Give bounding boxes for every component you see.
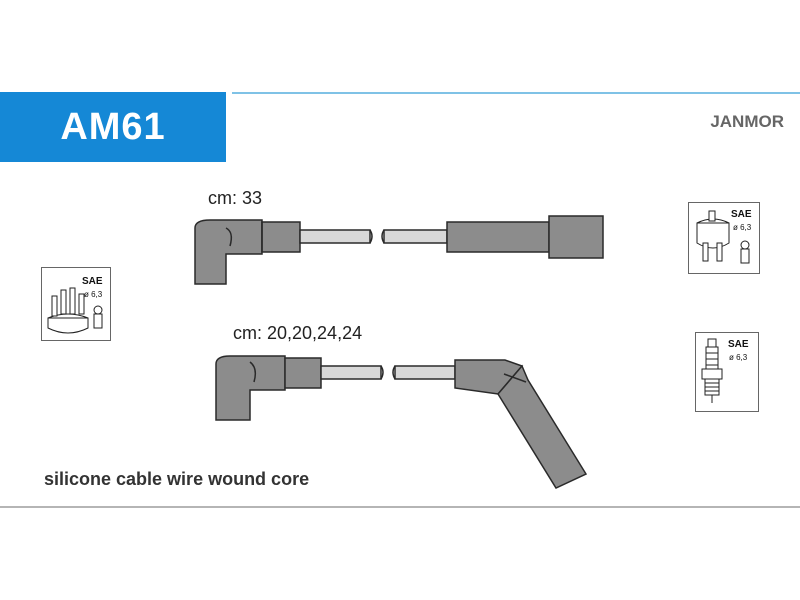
cable-description: silicone cable wire wound core: [44, 469, 310, 489]
spec-box-distributor-right: SAE ø 6,3: [688, 202, 760, 274]
cable-1-boot-sleeve: [261, 221, 301, 253]
cable-2-boot-sleeve: [284, 357, 322, 389]
cable-2-angled-boot: [215, 355, 286, 421]
cable-2-wire-b: [394, 365, 456, 380]
cable-2-wire-a: [320, 365, 382, 380]
header-rule: [232, 92, 800, 94]
distributor-left-standard: SAE: [82, 276, 103, 287]
cable-1-straight-boot: [446, 221, 550, 253]
cable-1-length-label: cm: 33: [208, 188, 263, 208]
cable-2-straight-boot: [497, 364, 588, 489]
part-code-box: [0, 92, 226, 162]
cable-1-angled-boot: [194, 219, 263, 285]
distributor-left-diameter: ø 6,3: [84, 290, 103, 299]
cable-1: [194, 215, 604, 285]
spark-plug-diameter: ø 6,3: [729, 353, 748, 362]
brand-name: JANMOR: [710, 112, 784, 131]
cable-2-length-label: cm: 20,20,24,24: [233, 323, 363, 343]
cable-1-wire-a: [299, 229, 371, 244]
cable-2: [215, 355, 588, 489]
part-code: AM61: [60, 106, 166, 148]
cable-1-wire-b: [383, 229, 448, 244]
distributor-cap-icon: [696, 210, 730, 262]
spec-box-spark-plug: SAE ø 6,3: [695, 332, 759, 412]
spark-plug-icon: [701, 338, 723, 403]
footer-rule: [0, 506, 800, 508]
terminal-icon: [740, 240, 750, 264]
spec-box-distributor-left: SAE ø 6,3: [41, 267, 111, 341]
distributor-cap-icon: [47, 287, 89, 334]
spark-plug-standard: SAE: [728, 339, 749, 350]
distributor-right-diameter: ø 6,3: [733, 223, 752, 232]
terminal-icon: [93, 305, 103, 329]
distributor-right-standard: SAE: [731, 209, 752, 220]
cable-1-straight-cap: [548, 215, 604, 259]
